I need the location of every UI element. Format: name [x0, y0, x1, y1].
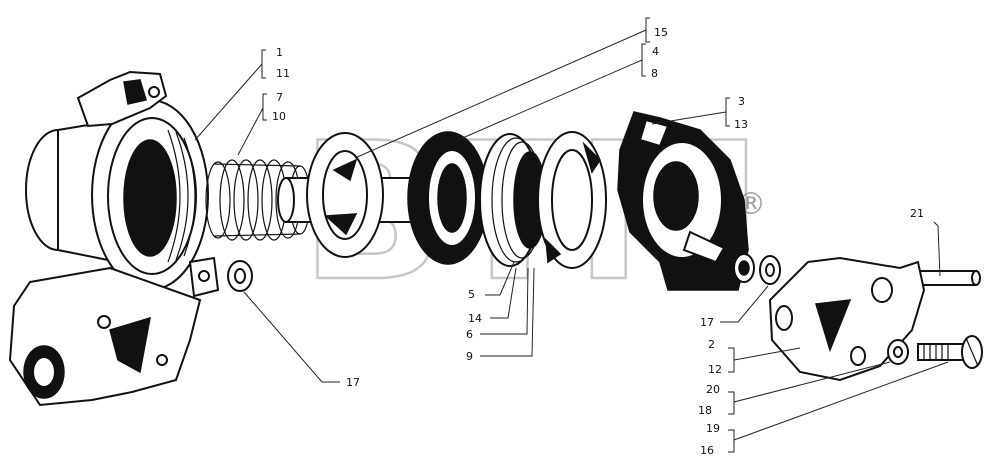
callout-19: 19	[706, 422, 720, 435]
callout-17-left: 17	[346, 376, 360, 389]
seal-ring-part	[407, 131, 489, 265]
callout-1: 1	[276, 46, 283, 59]
callout-9: 9	[466, 350, 473, 363]
small-washer-part	[887, 339, 909, 365]
callout-10: 10	[272, 110, 286, 123]
callout-12: 12	[708, 363, 722, 376]
callout-11: 11	[276, 67, 290, 80]
callout-21: 21	[910, 207, 924, 220]
washer-right-part	[759, 255, 781, 285]
callout-3: 3	[738, 95, 745, 108]
callout-6: 6	[466, 328, 473, 341]
seat-rings-part	[479, 131, 607, 269]
callout-7: 7	[276, 91, 283, 104]
callout-15: 15	[654, 26, 668, 39]
callout-2: 2	[708, 338, 715, 351]
valve-stem-part	[277, 132, 427, 258]
lever-part	[768, 256, 926, 382]
callout-14: 14	[468, 312, 482, 325]
callout-5: 5	[468, 288, 475, 301]
coupling-body-part	[8, 70, 220, 407]
callout-20: 20	[706, 383, 720, 396]
callout-18: 18	[698, 404, 712, 417]
callout-16: 16	[700, 444, 714, 457]
cam-plate-part	[617, 111, 755, 291]
callout-17-right: 17	[700, 316, 714, 329]
screw-part	[917, 335, 983, 369]
washer-left-part	[227, 260, 253, 292]
callout-8: 8	[651, 67, 658, 80]
callout-4: 4	[652, 45, 659, 58]
callout-13: 13	[734, 118, 748, 131]
callout-leaders	[194, 17, 949, 453]
